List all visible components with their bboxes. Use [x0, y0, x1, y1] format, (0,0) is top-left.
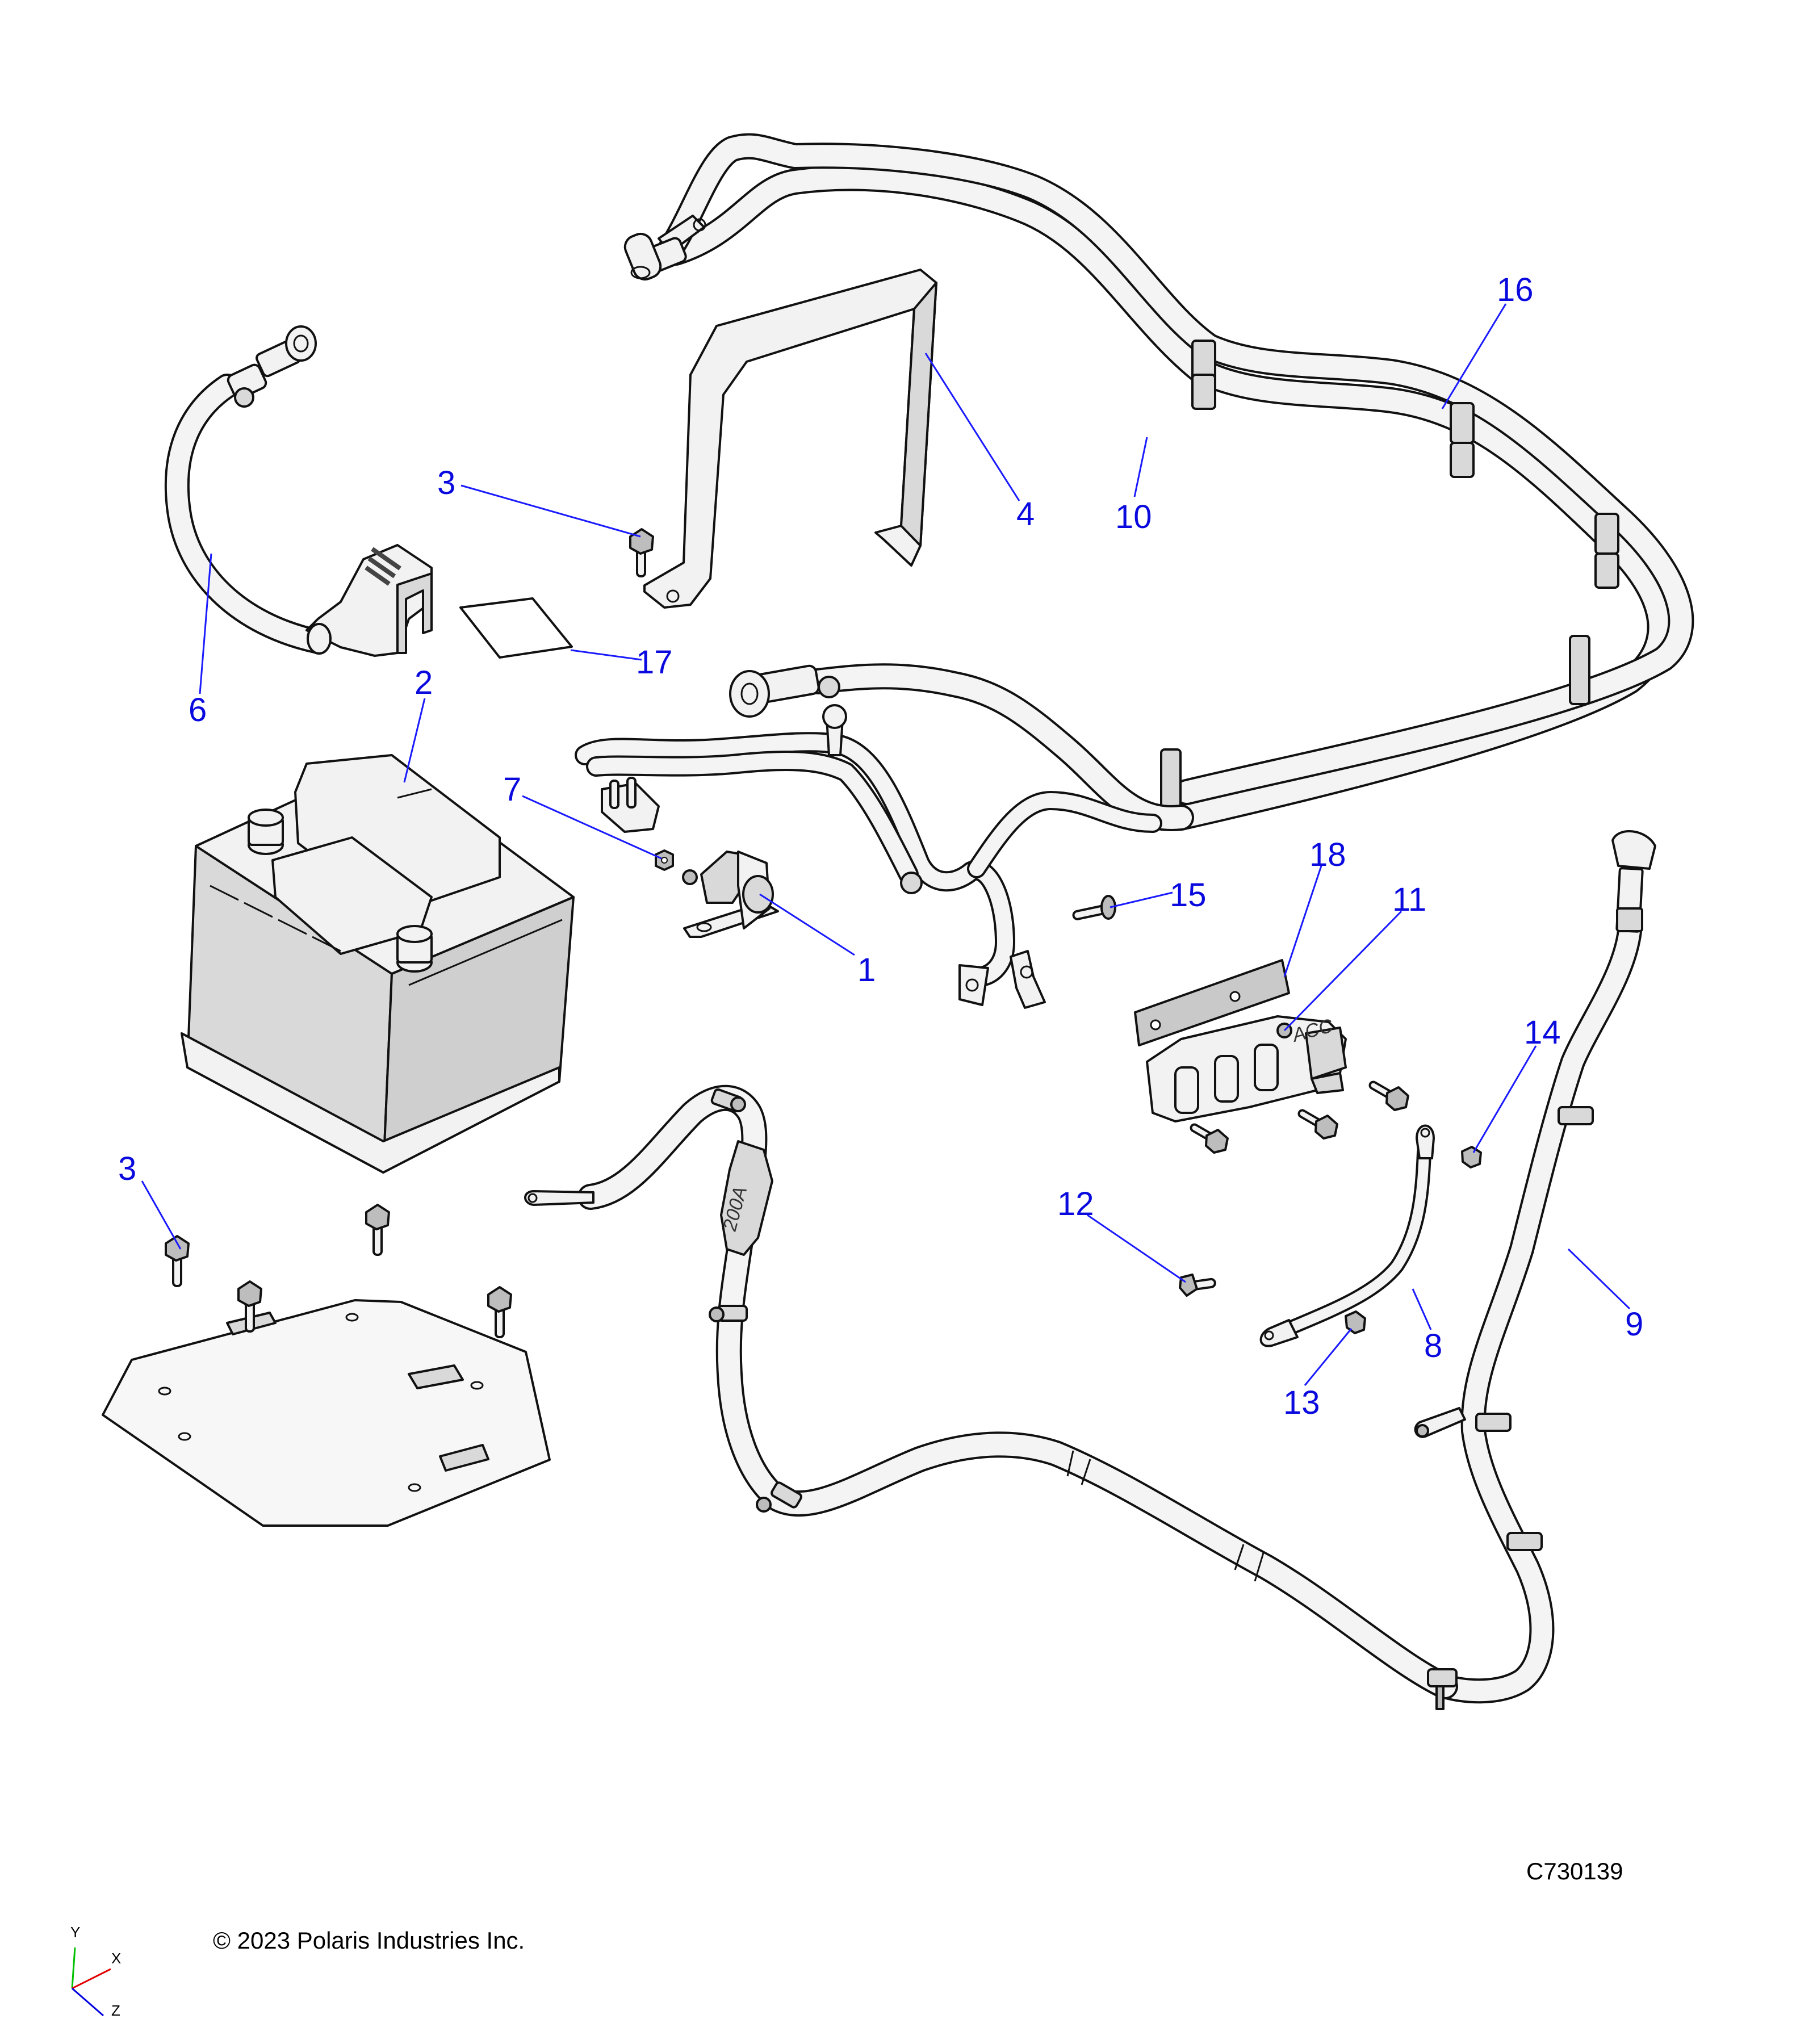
starter-solenoid[interactable]	[682, 851, 779, 938]
nut-7	[655, 849, 674, 871]
copyright-notice: © 2023 Polaris Industries Inc.	[213, 1927, 525, 1954]
cover-embossed-text	[365, 547, 401, 586]
axis-x-line	[72, 1968, 111, 1989]
harness-top-terminal-boot	[623, 232, 687, 281]
label-decal-17	[459, 597, 573, 659]
bolt-icon	[487, 1286, 512, 1338]
callout-15: 15	[1170, 877, 1207, 914]
callout-11: 11	[1392, 881, 1426, 918]
bolt-icon	[365, 1204, 390, 1256]
axis-y-label: Y	[70, 1924, 80, 1941]
hex-bolts	[165, 528, 1409, 1338]
callout-18: 18	[1309, 836, 1346, 873]
callout-7: 7	[503, 771, 521, 808]
harness-clips	[1160, 340, 1619, 824]
callout-2: 2	[415, 664, 433, 701]
callout-17: 17	[636, 644, 673, 681]
axis-x-label: X	[111, 1950, 121, 1967]
battery-base-plate[interactable]	[102, 1299, 551, 1527]
terminal-cover	[305, 544, 433, 657]
bolt-icon	[237, 1280, 262, 1333]
drawing-number: C730139	[1526, 1858, 1623, 1884]
battery-cable-6[interactable]	[164, 325, 330, 654]
leader-lines	[141, 303, 1631, 1386]
callout-12: 12	[1057, 1186, 1094, 1222]
bolt-icon	[165, 1235, 190, 1287]
bolt-icon	[1368, 1080, 1409, 1111]
callout-10: 10	[1115, 499, 1152, 535]
bolt-icon	[629, 528, 654, 577]
fuse-relay-box-11[interactable]: ACC	[1146, 1015, 1347, 1122]
bolt-icon	[1179, 1274, 1216, 1297]
axis-z-line	[72, 1987, 104, 2017]
axis-y-line	[71, 1947, 76, 1989]
main-fused-cable[interactable]: 200A	[524, 1084, 1458, 1710]
callout-14: 14	[1524, 1014, 1561, 1051]
callout-labels: 1 2 3 3 4 6 7 8 9 10 11 12 13 14 15 16 1…	[118, 271, 1643, 1421]
callout-3-bottom: 3	[118, 1150, 136, 1187]
harness-lower-branch	[729, 663, 1194, 831]
solenoid-harness[interactable]	[575, 704, 1162, 1006]
harness-bracket-tab	[1010, 950, 1046, 1009]
nut-14	[1461, 1146, 1482, 1168]
battery-hold-down-bracket[interactable]	[643, 269, 937, 609]
axis-triad: Y X Z	[70, 1924, 121, 2019]
callout-16: 16	[1497, 271, 1534, 308]
axis-z-label: Z	[111, 2002, 120, 2019]
callout-1: 1	[857, 952, 876, 989]
callout-4: 4	[1016, 496, 1035, 533]
callout-9: 9	[1625, 1306, 1643, 1343]
callout-8: 8	[1424, 1327, 1442, 1364]
battery-cable-9[interactable]	[1414, 830, 1656, 1704]
callout-3-top: 3	[437, 464, 455, 501]
ground-cable-8[interactable]	[1259, 1124, 1435, 1347]
battery[interactable]	[181, 754, 575, 1174]
callout-6: 6	[189, 692, 207, 728]
gasket-plate-18	[1134, 959, 1290, 1046]
bolt-icon	[1297, 1109, 1338, 1140]
bolt-icon	[1190, 1123, 1229, 1154]
bolt-icon	[1072, 895, 1116, 920]
cable-harness-10[interactable]	[657, 133, 1694, 805]
callout-13: 13	[1283, 1384, 1320, 1421]
nut-13	[1345, 1310, 1366, 1334]
